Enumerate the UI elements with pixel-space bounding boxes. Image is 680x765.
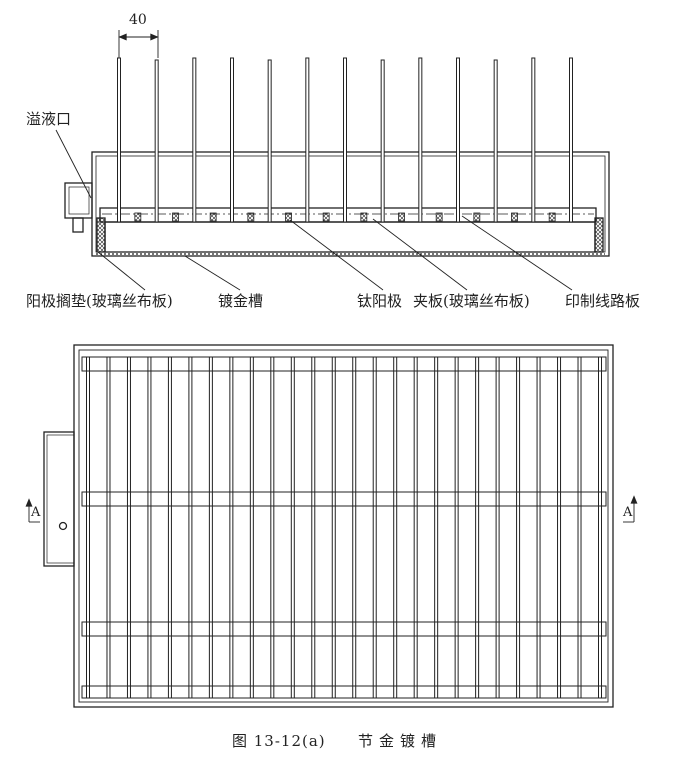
- label-titanium-anode: 钛阳极: [357, 292, 403, 310]
- leader-clamp-plate: [372, 218, 468, 291]
- pcb-clamp-block: [209, 212, 217, 222]
- titanium-anode-rod: [418, 57, 423, 223]
- pcb-clamp-block: [398, 212, 405, 222]
- section-arrow-left-icon: [25, 498, 33, 507]
- plating-bath-area: [104, 221, 596, 253]
- pcb-clamp-block: [360, 212, 368, 222]
- plan-bar: [413, 356, 418, 699]
- section-mark-right: A: [623, 505, 633, 520]
- clamp-band: [81, 491, 607, 507]
- pcb-clamp-block: [285, 212, 292, 222]
- plan-bar: [536, 356, 541, 699]
- plan-bar: [208, 356, 213, 699]
- plan-bar: [270, 356, 275, 699]
- label-anode-pad: 阳极搁垫(玻璃丝布板): [26, 292, 173, 310]
- plan-bar: [249, 356, 254, 699]
- dim-arrowhead-right: [150, 33, 159, 41]
- titanium-anode-rod: [531, 57, 536, 223]
- pcb-clamp-block: [511, 212, 518, 222]
- section-view: [55, 30, 610, 291]
- leader-pcb: [461, 215, 573, 291]
- plan-bar: [167, 356, 172, 699]
- label-pcb: 印制线路板: [565, 292, 641, 310]
- pcb-clamp-block: [247, 212, 255, 222]
- plan-bar: [229, 356, 234, 699]
- titanium-anode-rod: [154, 59, 159, 223]
- titanium-anode-rod: [493, 59, 498, 223]
- titanium-anode-rod: [192, 57, 197, 223]
- plan-bar: [372, 356, 377, 699]
- leader-anode-pad: [97, 251, 146, 291]
- titanium-anode-rod: [117, 57, 121, 223]
- section-mark-left: A: [31, 505, 41, 520]
- plan-bar: [86, 356, 90, 699]
- plan-bar: [454, 356, 459, 699]
- pcb-clamp-block: [172, 212, 179, 222]
- pcb-clamp-block: [435, 212, 443, 222]
- plan-overflow-tab-inner: [46, 434, 75, 564]
- plan-bar: [598, 356, 602, 699]
- clamp-band: [81, 356, 607, 372]
- figure-title: 节金镀槽: [358, 732, 443, 750]
- clamp-band: [81, 621, 607, 637]
- overflow-hole: [58, 521, 68, 531]
- anode-pad-left: [96, 217, 106, 253]
- plan-view: [25, 344, 638, 708]
- titanium-anode-rod: [569, 57, 573, 223]
- plan-bar: [557, 356, 562, 699]
- section-arrow-right-icon: [630, 495, 638, 504]
- plan-bar: [516, 356, 521, 699]
- plan-inner-wall: [78, 349, 609, 703]
- titanium-anode-rod: [380, 59, 385, 223]
- clamp-band: [81, 685, 607, 699]
- plan-bar: [290, 356, 295, 699]
- label-clamp-plate: 夹板(玻璃丝布板): [413, 292, 530, 310]
- plan-bar: [475, 356, 480, 699]
- plan-overflow-tab: [43, 431, 75, 567]
- titanium-anode-rod: [343, 57, 347, 223]
- plan-bar: [188, 356, 193, 699]
- pcb-clamp-block: [322, 212, 330, 222]
- plan-bar: [147, 356, 152, 699]
- anode-pad-right: [594, 217, 604, 253]
- plan-bar: [331, 356, 336, 699]
- plan-bar: [393, 356, 398, 699]
- plan-bar: [495, 356, 500, 699]
- dim-arrowhead-left: [118, 33, 127, 41]
- titanium-anode-rod: [230, 57, 234, 223]
- overflow-box-inner: [68, 186, 90, 215]
- titanium-anode-rod: [456, 57, 460, 223]
- titanium-anode-rod: [267, 59, 272, 223]
- leader-overflow: [55, 129, 92, 199]
- leader-tank: [184, 255, 241, 291]
- leader-titanium-anode: [289, 219, 384, 291]
- plan-bar: [434, 356, 439, 699]
- dimension-label: 40: [129, 12, 147, 28]
- tank-inner-wall: [95, 155, 606, 253]
- figure-number: 图 13-12(a): [232, 732, 326, 750]
- plan-bar: [126, 356, 131, 699]
- plan-bar: [352, 356, 357, 699]
- plan-bar: [106, 356, 111, 699]
- pcb-clamp-block: [548, 212, 556, 222]
- plan-outer-wall: [73, 344, 614, 708]
- plan-bar: [577, 356, 582, 699]
- pcb-clamp-block: [473, 212, 481, 222]
- overflow-pipe: [72, 217, 84, 233]
- label-overflow: 溢液口: [26, 110, 72, 128]
- label-tank: 镀金槽: [218, 292, 264, 310]
- pcb-clamp-block: [134, 212, 142, 222]
- titanium-anode-rod: [305, 57, 310, 223]
- plan-bar: [311, 356, 316, 699]
